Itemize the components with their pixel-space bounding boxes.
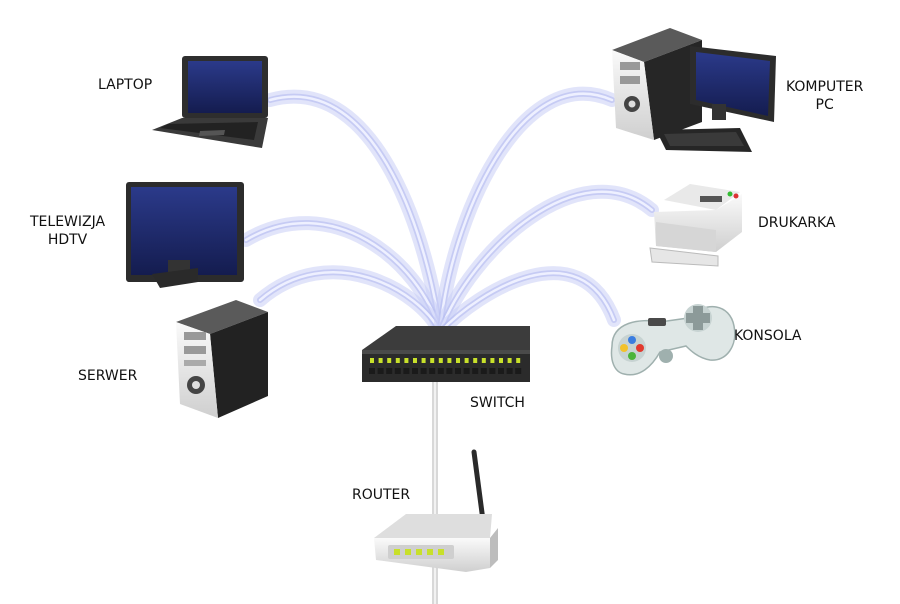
switch-led (516, 358, 521, 363)
router-led (438, 549, 444, 555)
switch-port (489, 368, 496, 374)
switch-port (455, 368, 461, 374)
switch-led (507, 358, 512, 363)
switch-port (412, 368, 418, 374)
switch-port (480, 368, 487, 374)
label-pc: KOMPUTER PC (786, 79, 864, 113)
gamepad-icon (610, 304, 736, 376)
switch-led (395, 358, 400, 363)
switch-port (437, 368, 444, 374)
switch-led (499, 358, 503, 363)
switch-led (404, 358, 409, 363)
link-switch-console (438, 272, 616, 334)
switch-led (447, 358, 452, 363)
switch-port (377, 368, 384, 374)
router-led (394, 549, 400, 555)
switch-port (463, 368, 470, 374)
label-tv: TELEWIZJA HDTV (30, 214, 106, 248)
link-switch-laptop (268, 95, 442, 334)
switch-port (394, 368, 401, 374)
link-switch-printer (438, 190, 654, 334)
switch-led-row (369, 358, 522, 374)
switch-led (378, 358, 383, 363)
link-group (239, 86, 659, 339)
laptop-icon (152, 56, 268, 148)
switch-led (387, 358, 392, 363)
switch-led (490, 358, 495, 363)
switch-led (413, 358, 417, 363)
switch-port (498, 368, 504, 374)
switch-port (515, 368, 522, 374)
switch-port (446, 368, 453, 374)
switch-led (370, 358, 374, 363)
router-led (405, 549, 411, 555)
switch-led (456, 358, 460, 363)
link-switch-tv (244, 221, 442, 334)
router-led (416, 549, 422, 555)
switch-led (464, 358, 469, 363)
switch-port (369, 368, 375, 374)
switch-port (403, 368, 410, 374)
network-switch-icon (362, 326, 530, 382)
router-led-row (394, 549, 444, 555)
switch-port (472, 368, 479, 374)
link-switch-server (258, 271, 442, 334)
switch-led (430, 358, 435, 363)
switch-port (429, 368, 436, 374)
switch-port (420, 368, 427, 374)
switch-led (438, 358, 443, 363)
link-switch-pc (438, 92, 614, 334)
switch-led (481, 358, 486, 363)
switch-port (386, 368, 393, 374)
server-tower-icon (176, 300, 268, 418)
label-switch: SWITCH (470, 395, 525, 411)
wifi-router-icon (374, 449, 498, 572)
label-router: ROUTER (352, 487, 411, 503)
label-console: KONSOLA (734, 328, 802, 344)
switch-led (421, 358, 426, 363)
switch-led (473, 358, 478, 363)
printer-icon (649, 184, 742, 267)
switch-port (506, 368, 513, 374)
router-led (427, 549, 433, 555)
label-laptop: LAPTOP (98, 77, 153, 93)
tv-monitor-icon (126, 182, 244, 288)
label-server: SERWER (78, 368, 138, 384)
label-printer: DRUKARKA (758, 215, 836, 231)
desktop-computer-icon (612, 28, 776, 152)
